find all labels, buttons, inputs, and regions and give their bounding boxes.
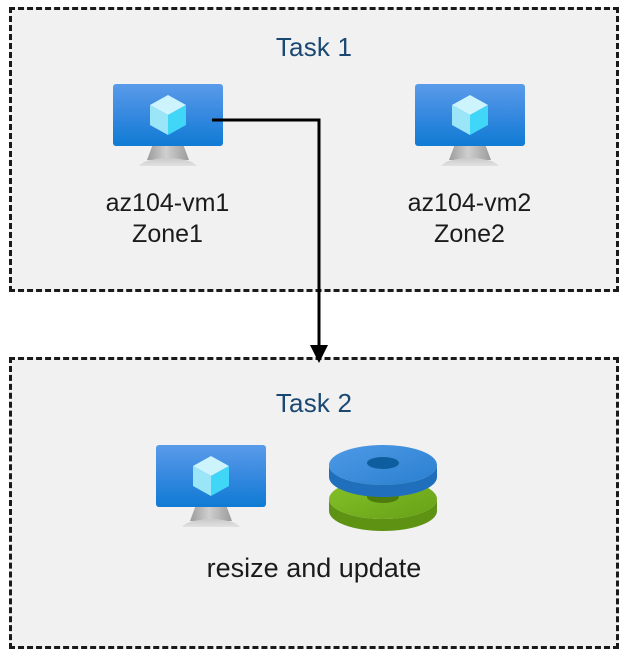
managed-disks-icon[interactable] [327,441,439,531]
task-2-container: Task 2 [9,357,619,649]
task-2-title: Task 2 [275,388,353,418]
node-task2-vm[interactable] [152,443,270,535]
node-az104-vm1[interactable]: az104-vm1 Zone1 [60,82,275,250]
virtual-machine-icon [414,84,525,166]
virtual-machine-icon [156,445,266,527]
virtual-machine-icon [112,84,223,166]
node-label-az104-vm1: az104-vm1 Zone1 [105,189,230,248]
task-1-title: Task 1 [275,32,353,62]
node-az104-vm2[interactable]: az104-vm2 Zone2 [362,82,577,250]
node-label-az104-vm2: az104-vm2 Zone2 [407,189,532,248]
task-2-caption: resize and update [206,553,422,583]
